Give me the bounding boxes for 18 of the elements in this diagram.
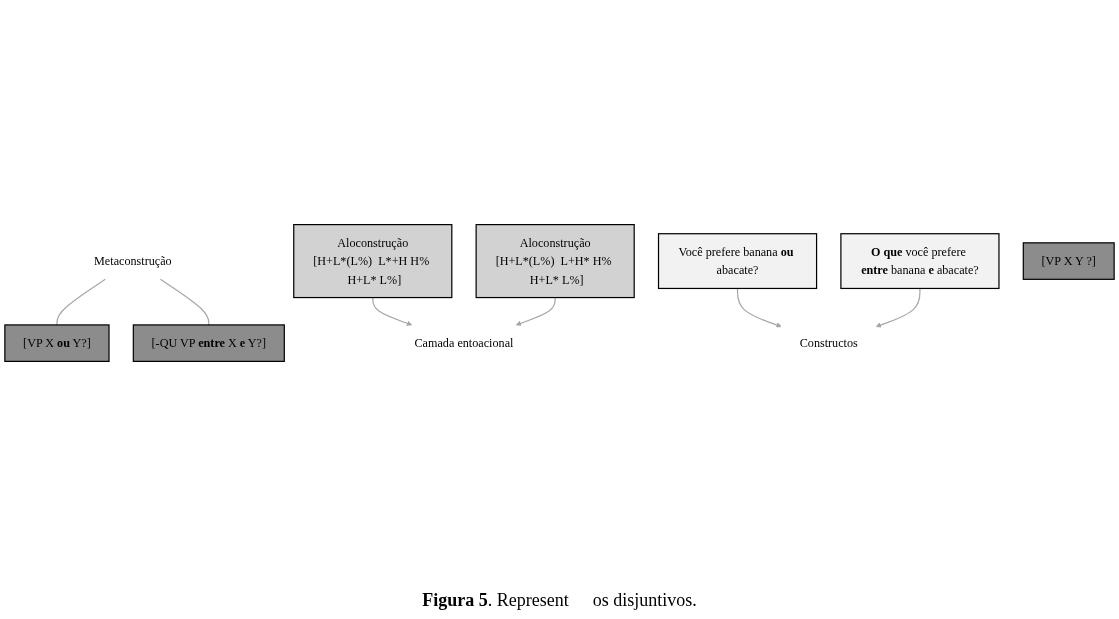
arrow (875, 287, 921, 328)
node-box: [VP X ou Y?] (4, 324, 110, 362)
node-box: Você prefere banana ou abacate? (657, 233, 818, 290)
node-text: Camada entoacional (414, 336, 514, 350)
note-text: os disjuntivos. (592, 590, 697, 611)
connector (159, 278, 210, 326)
arrow (736, 287, 782, 328)
arrow (372, 296, 413, 326)
node-box: O que você prefere entre banana e abacate? (840, 233, 1000, 290)
node-text: Metaconstrução (94, 254, 172, 268)
node-box: Aloconstrução [H+L*(L%) L+H* H% H+L* L%] (475, 224, 635, 299)
node-box: [-QU VP entre X e Y?] (132, 324, 285, 362)
node-text: Constructos (799, 336, 858, 350)
node-box: [VP X Y ?] (1022, 242, 1115, 280)
arrow (515, 296, 556, 326)
node-box: Aloconstrução [H+L*(L%) L*+H H% H+L* L%] (293, 224, 453, 299)
connector (56, 278, 106, 326)
figure-caption: Figura 5. Represent (422, 590, 569, 611)
